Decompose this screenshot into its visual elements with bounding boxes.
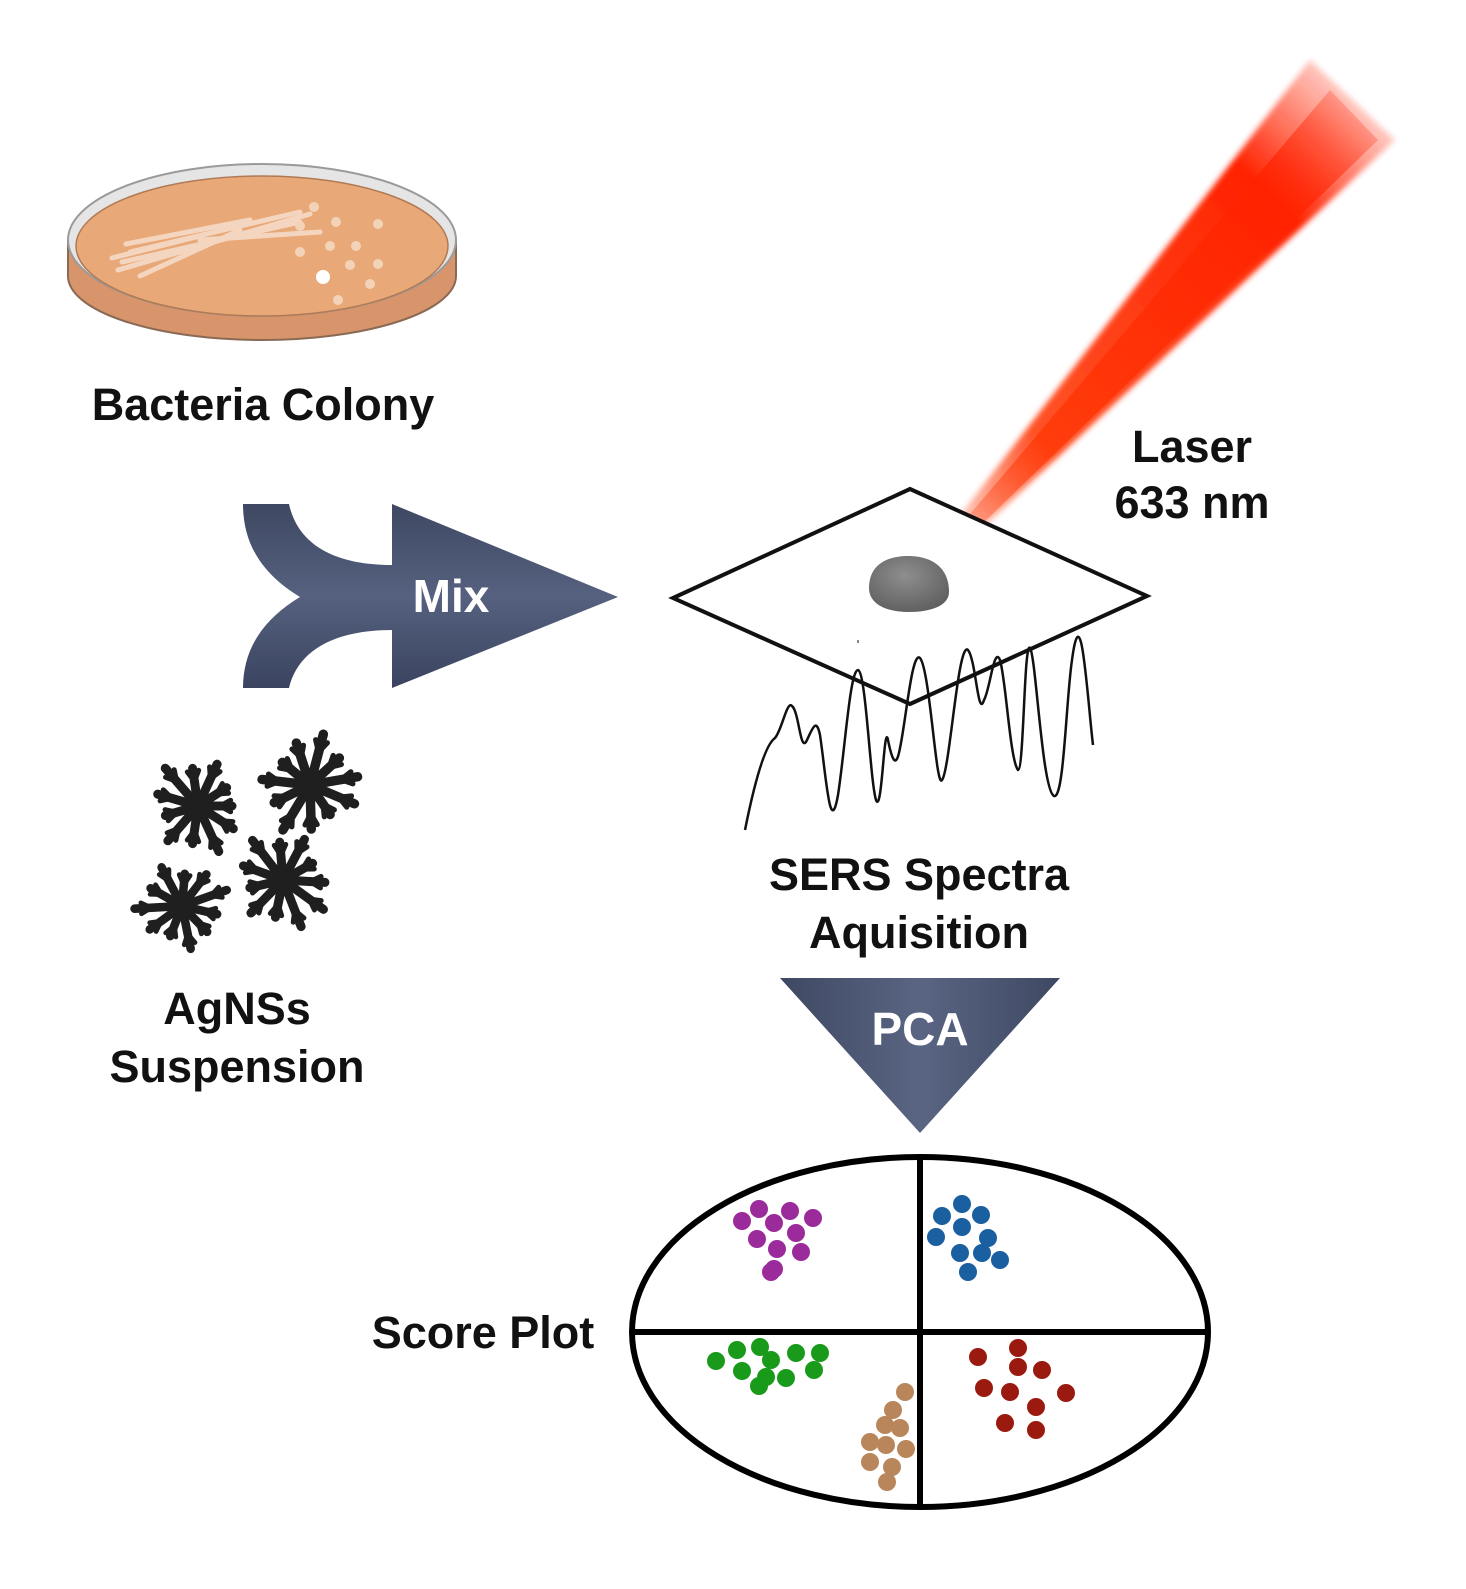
score-point: [765, 1214, 783, 1232]
score-point: [750, 1200, 768, 1218]
score-point: [933, 1207, 951, 1225]
score-point: [1027, 1398, 1045, 1416]
score-point: [969, 1348, 987, 1366]
score-point: [953, 1195, 971, 1213]
mix-label: Mix: [413, 570, 490, 622]
nanostar-icon: [158, 764, 234, 851]
score-point: [1009, 1339, 1027, 1357]
agnss-label: AgNSs: [163, 983, 311, 1034]
score-plot-ellipse: [632, 1157, 1208, 1507]
score-point: [1033, 1361, 1051, 1379]
score-point: [953, 1218, 971, 1236]
sers-label: SERS Spectra: [769, 849, 1070, 900]
score-point: [792, 1243, 810, 1261]
score-point: [1001, 1383, 1019, 1401]
petri-dish-icon: [68, 164, 456, 340]
score-point: [996, 1414, 1014, 1432]
score-point: [897, 1440, 915, 1458]
score-point: [1057, 1384, 1075, 1402]
score-point: [1009, 1358, 1027, 1376]
score-point: [777, 1369, 795, 1387]
score-point: [768, 1240, 786, 1258]
score-point: [762, 1351, 780, 1369]
score-point: [762, 1263, 780, 1281]
score-point: [959, 1263, 977, 1281]
score-point: [733, 1212, 751, 1230]
score-point: [811, 1344, 829, 1362]
pca-arrow: [780, 978, 1060, 1133]
score-point: [805, 1361, 823, 1379]
score-point: [861, 1453, 879, 1471]
score-point: [972, 1206, 990, 1224]
score-point: [728, 1341, 746, 1359]
score-point: [787, 1224, 805, 1242]
pca-label: PCA: [871, 1003, 968, 1055]
acquisition-label: Aquisition: [809, 907, 1029, 958]
score-point: [750, 1377, 768, 1395]
score-point: [733, 1362, 751, 1380]
bacteria-colony-label: Bacteria Colony: [92, 379, 435, 430]
score-point: [877, 1436, 895, 1454]
score-point: [896, 1383, 914, 1401]
score-point: [876, 1416, 894, 1434]
nanostar-icon: [135, 867, 227, 948]
score-point: [878, 1473, 896, 1491]
score-point: [975, 1379, 993, 1397]
score-point: [861, 1433, 879, 1451]
suspension-label: Suspension: [109, 1041, 364, 1092]
score-point: [787, 1344, 805, 1362]
score-point: [707, 1352, 725, 1370]
score-point: [804, 1209, 822, 1227]
score-point: [973, 1244, 991, 1262]
score-point: [748, 1230, 766, 1248]
score-point: [891, 1419, 909, 1437]
nanostar-icon: [243, 839, 324, 926]
score-point: [951, 1244, 969, 1262]
laser-wavelength-label: 633 nm: [1114, 477, 1269, 528]
agns-nanoparticles-icon: [135, 734, 358, 949]
nanostar-icon: [262, 734, 358, 830]
score-point: [781, 1202, 799, 1220]
score-point: [1027, 1421, 1045, 1439]
score-point: [927, 1228, 945, 1246]
laser-label: Laser: [1132, 421, 1252, 472]
score-plot-label: Score Plot: [372, 1307, 595, 1358]
score-point: [991, 1251, 1009, 1269]
